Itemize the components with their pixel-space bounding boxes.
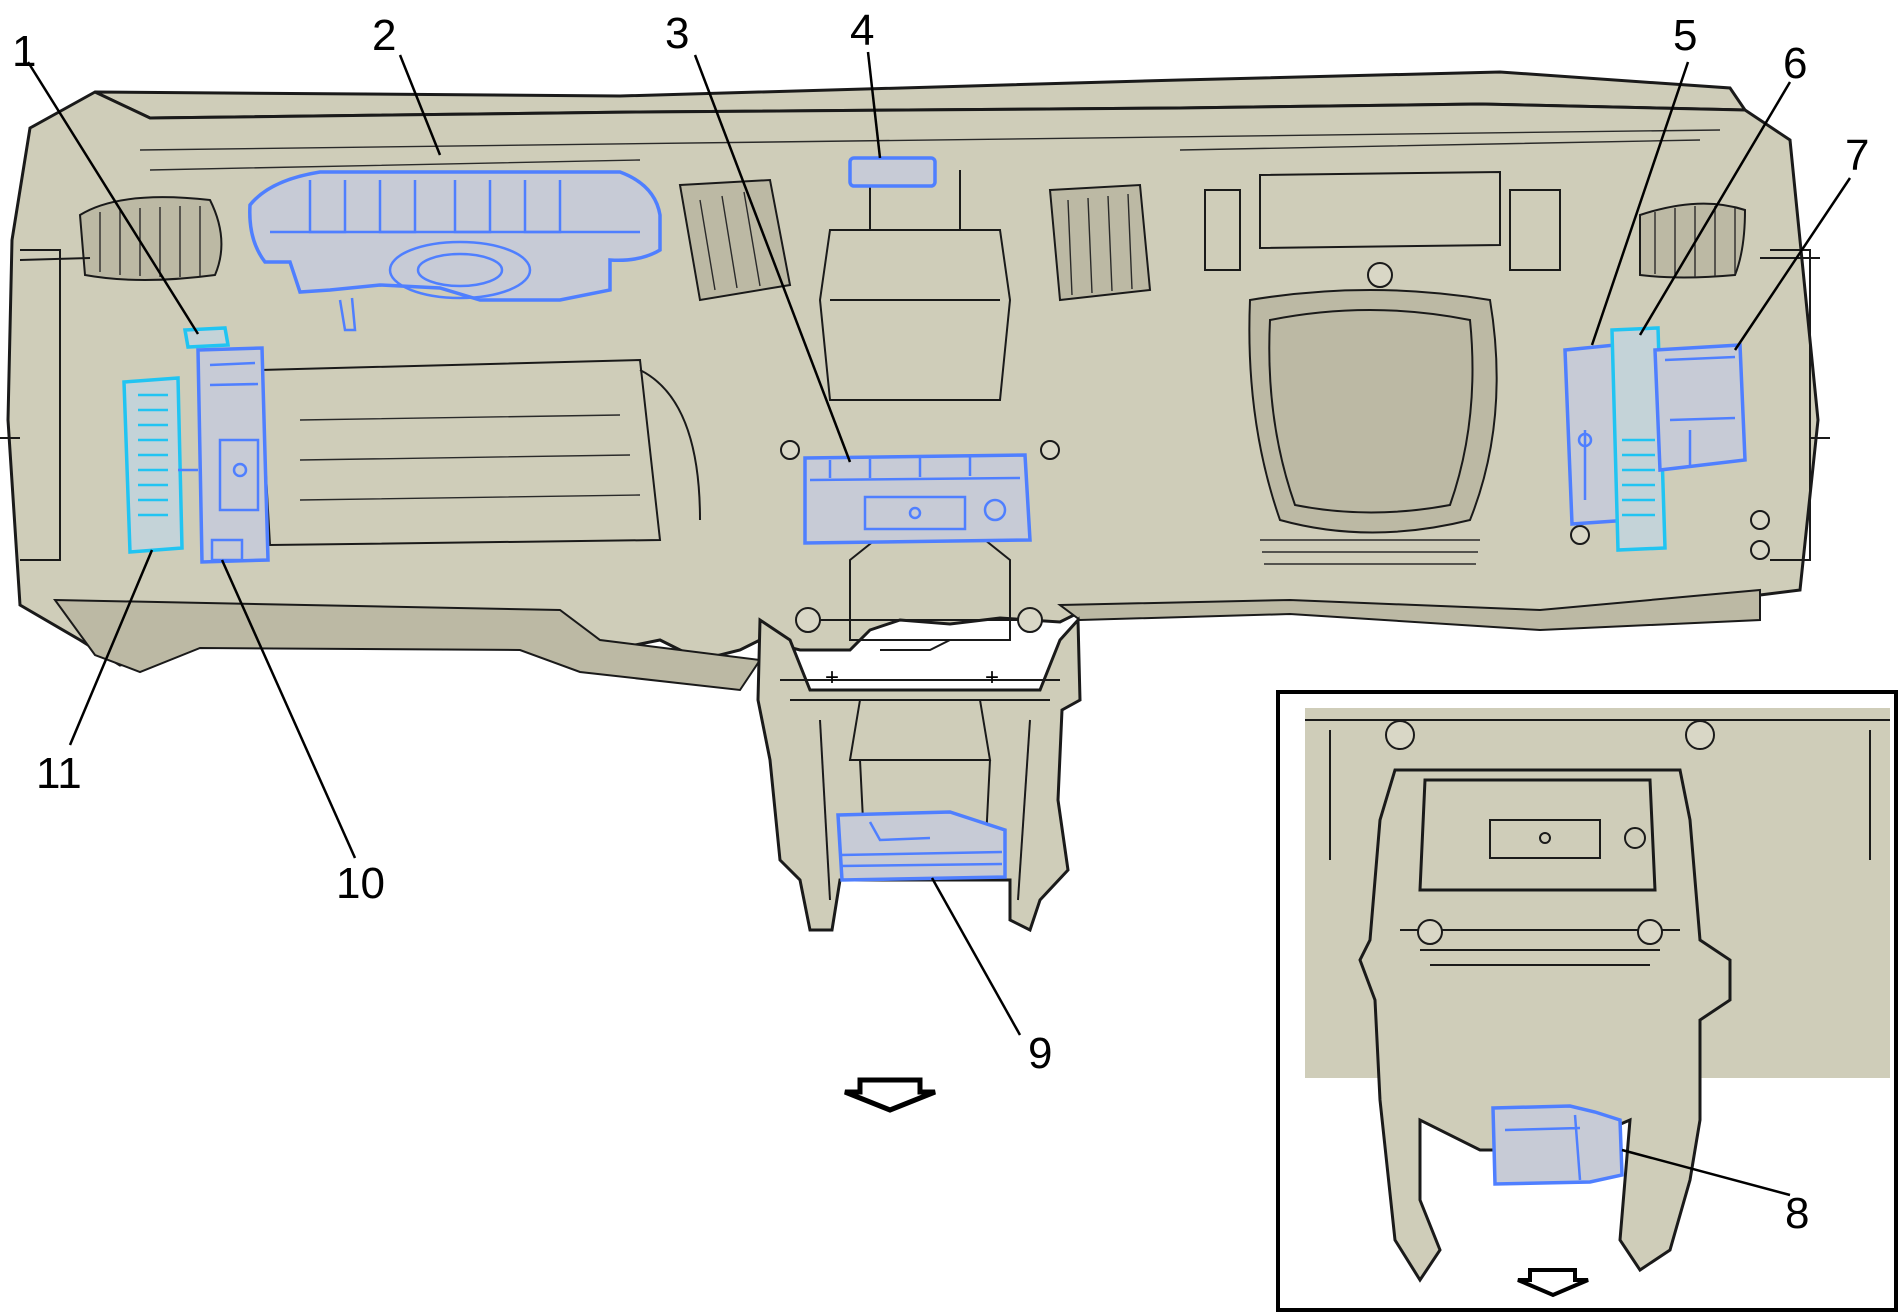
svg-text:+: + (985, 664, 999, 691)
callout-3: 3 (665, 9, 689, 58)
callout-2: 2 (372, 11, 396, 60)
callout-1: 1 (12, 27, 36, 76)
forward-view-arrow-icon (844, 1077, 936, 1113)
callout-9: 9 (1028, 1029, 1052, 1078)
callout-6: 6 (1783, 39, 1807, 88)
svg-text:+: + (825, 664, 839, 691)
highlighted-modules (122, 156, 1747, 882)
callout-4: 4 (850, 6, 874, 55)
callout-5: 5 (1673, 11, 1697, 60)
callout-10: 10 (336, 859, 385, 908)
leader-lines (26, 51, 1852, 1197)
inset-detail-view (1276, 690, 1898, 1312)
callout-8: 8 (1785, 1189, 1809, 1238)
callout-7: 7 (1845, 131, 1869, 180)
callout-labels: 1 2 3 4 5 6 7 8 9 10 11 (12, 6, 1869, 1238)
callout-11: 11 (36, 749, 82, 798)
